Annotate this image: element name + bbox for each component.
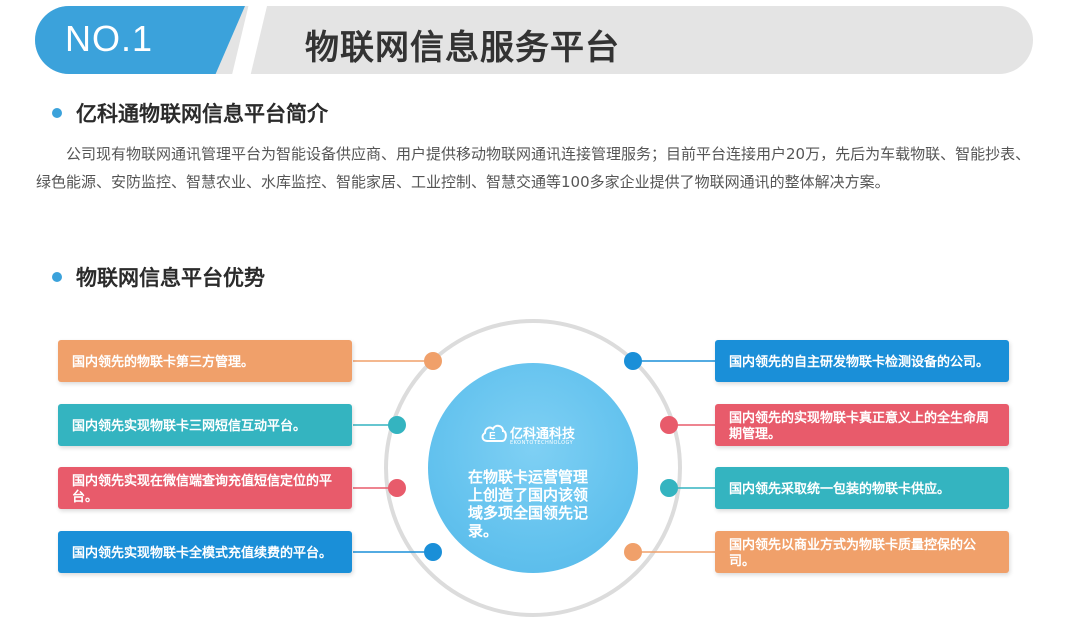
advantage-label: 国内领先的物联卡第三方管理。 xyxy=(72,355,255,370)
advantage-label: 国内领先实现物联卡全模式充值续费的平台。 xyxy=(72,546,333,561)
connector-dot xyxy=(424,352,442,370)
banner-number: NO.1 xyxy=(65,18,154,59)
section-heading-text: 物联网信息平台优势 xyxy=(76,266,265,290)
advantage-card: 国内领先实现在微信端查询充值短信定位的平台。 xyxy=(58,467,352,509)
page-title: 物联网信息服务平台 xyxy=(305,28,620,68)
connector-dot xyxy=(424,543,442,561)
connector-dot xyxy=(660,416,678,434)
intro-paragraph: 公司现有物联网通讯管理平台为智能设备供应商、用户提供移动物联网通讯连接管理服务；… xyxy=(36,145,1031,191)
logo-subtitle: EKONTOTECHNOLOGY xyxy=(510,440,574,446)
advantage-label: 国内领先实现物联卡三网短信互动平台。 xyxy=(72,419,307,434)
section-heading-advantages: 物联网信息平台优势 xyxy=(52,262,265,292)
advantage-label: 国内领先的自主研发物联卡检测设备的公司。 xyxy=(729,355,990,370)
advantage-card: 国内领先的物联卡第三方管理。 xyxy=(58,340,352,382)
svg-text:E: E xyxy=(489,431,496,442)
center-circle: E 亿科通科技 EKONTOTECHNOLOGY 在物联卡运营管理上创造了国内该… xyxy=(428,363,638,573)
bullet-dot-icon xyxy=(52,272,62,282)
outer-ring xyxy=(384,319,682,617)
advantage-card: 国内领先的自主研发物联卡检测设备的公司。 xyxy=(715,340,1009,382)
section-heading-text: 亿科通物联网信息平台简介 xyxy=(76,102,328,126)
advantage-card: 国内领先的实现物联卡真正意义上的全生命周期管理。 xyxy=(715,404,1009,446)
connector-dot xyxy=(624,352,642,370)
advantage-card: 国内领先以商业方式为物联卡质量控保的公司。 xyxy=(715,531,1009,573)
advantage-label: 国内领先以商业方式为物联卡质量控保的公司。 xyxy=(729,538,977,569)
bullet-dot-icon xyxy=(52,108,62,118)
section-heading-intro: 亿科通物联网信息平台简介 xyxy=(52,98,328,128)
logo-name: 亿科通科技 xyxy=(510,427,576,442)
advantage-label: 国内领先的实现物联卡真正意义上的全生命周期管理。 xyxy=(729,411,990,442)
header-banner: NO.1 物联网信息服务平台 xyxy=(35,6,1033,74)
connector-dot xyxy=(388,479,406,497)
advantage-card: 国内领先实现物联卡三网短信互动平台。 xyxy=(58,404,352,446)
company-logo: E 亿科通科技 EKONTOTECHNOLOGY xyxy=(480,421,620,449)
advantage-card: 国内领先实现物联卡全模式充值续费的平台。 xyxy=(58,531,352,573)
cloud-logo-icon: E xyxy=(481,424,507,442)
advantage-label: 国内领先实现在微信端查询充值短信定位的平台。 xyxy=(72,474,333,505)
banner-number-badge xyxy=(35,6,245,74)
advantage-label: 国内领先采取统一包装的物联卡供应。 xyxy=(729,482,951,497)
advantages-diagram: 国内领先的物联卡第三方管理。 国内领先实现物联卡三网短信互动平台。 国内领先实现… xyxy=(0,300,1065,642)
connector-dot xyxy=(388,416,406,434)
advantage-card: 国内领先采取统一包装的物联卡供应。 xyxy=(715,467,1009,509)
center-statement: 在物联卡运营管理上创造了国内该领域多项全国领先记录。 xyxy=(468,468,589,540)
connector-dot xyxy=(624,543,642,561)
diagram-connectors xyxy=(353,319,715,617)
connector-dot xyxy=(660,479,678,497)
